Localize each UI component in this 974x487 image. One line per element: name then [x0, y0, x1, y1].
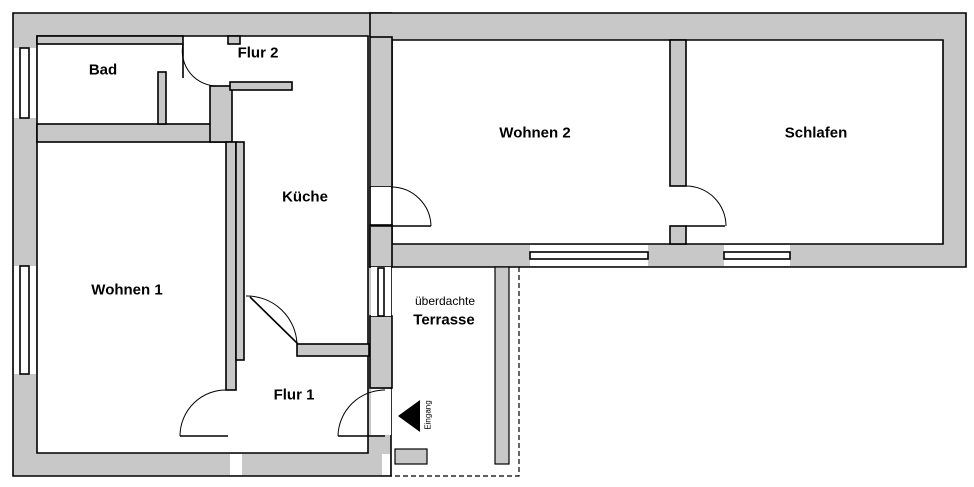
door-kueche[interactable] — [245, 295, 299, 345]
wall-wohnen1-kueche — [225, 141, 237, 391]
room-label-flur2: Flur 2 — [237, 44, 279, 62]
room-label-wohnen1: Wohnen 1 — [91, 281, 163, 299]
terrace-outline — [391, 267, 520, 477]
terrace-beam — [494, 266, 510, 465]
right-block-walls — [369, 12, 967, 268]
wall-kueche-flur1 — [296, 343, 370, 357]
entrance-arrow-icon — [398, 400, 420, 432]
wall-wohnen2-schlafen-lower — [669, 225, 687, 245]
window-bad — [19, 47, 30, 119]
door-schlafen[interactable] — [685, 185, 727, 227]
door-bad[interactable] — [181, 43, 219, 87]
room-label-kueche: Küche — [282, 188, 328, 206]
window-schlafen — [723, 251, 791, 260]
wall-bad-top — [36, 35, 184, 45]
wall-flur2 — [229, 81, 293, 91]
wall-kueche-wohnen2 — [369, 36, 393, 188]
room-label-terrasse-line2: Terrasse — [413, 311, 475, 329]
entrance-step — [394, 448, 428, 465]
window-wohnen2 — [529, 251, 649, 260]
wall-flur1-east — [369, 315, 393, 389]
door-entrance[interactable] — [337, 389, 386, 437]
door-wohnen2[interactable] — [371, 186, 432, 227]
wall-bad-flur2 — [209, 85, 233, 143]
entrance-label: Eingang — [423, 400, 433, 430]
door-wohnen1[interactable] — [179, 389, 229, 437]
wall-stub — [369, 224, 393, 268]
room-label-wohnen2: Wohnen 2 — [499, 124, 571, 142]
wall-wohnen2-schlafen — [669, 39, 687, 187]
room-label-bad: Bad — [88, 61, 118, 79]
window-terrasse — [377, 267, 385, 317]
window-wohnen1 — [19, 265, 30, 375]
wall-bad-partition — [157, 71, 167, 125]
wall-wohnen1-kueche-b — [235, 141, 245, 361]
room-label-schlafen: Schlafen — [784, 124, 848, 142]
room-label-flur1: Flur 1 — [273, 386, 315, 404]
room-label-terrasse-line1: überdachte — [414, 294, 476, 308]
wall-flur2-stub — [227, 35, 241, 45]
wall-bad-wohnen1 — [36, 123, 228, 143]
